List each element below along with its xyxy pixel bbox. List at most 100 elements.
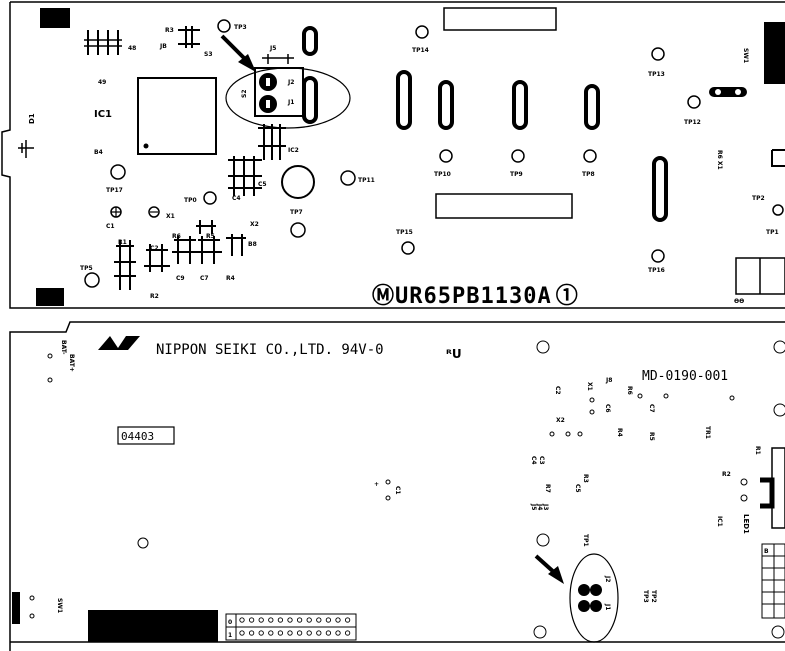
ns-logo <box>98 336 140 350</box>
label-x2: X2 <box>250 221 259 228</box>
pin-hole <box>258 617 264 623</box>
label-tp11: TP11 <box>358 177 375 184</box>
slot-pad <box>302 26 318 56</box>
label-s2: S2 <box>241 90 248 99</box>
label-r3: R3 <box>165 27 174 34</box>
label-c3-b: C3 <box>538 456 545 465</box>
pin-hole <box>335 630 341 636</box>
tp17-pad <box>110 164 126 180</box>
electrolytic-cap <box>281 165 315 199</box>
tp12-pad <box>687 95 701 109</box>
label-tp12: TP12 <box>684 119 701 126</box>
label-sw1-bottom: SW1 <box>56 598 63 613</box>
pointer-arrowhead-bottom <box>548 566 564 584</box>
pin-hole <box>277 617 284 623</box>
pin-hole <box>239 630 245 636</box>
ic2-symbol <box>258 124 286 160</box>
tp14-pad <box>415 25 429 39</box>
pin-row-0: 0 <box>228 619 232 626</box>
label-tp1: TP1 <box>766 229 779 236</box>
mounting-hole <box>536 533 550 547</box>
label-r6-right: R6 X1 <box>716 150 723 170</box>
tp8-pad <box>583 149 597 163</box>
label-d1: D1 <box>28 113 36 124</box>
pin-hole <box>335 617 341 623</box>
label-ic2: IC2 <box>288 147 299 154</box>
c1-pad-minus <box>148 206 160 218</box>
label-tp3: TP3 <box>234 24 247 31</box>
connector-mid <box>435 193 573 219</box>
label-tp14: TP14 <box>412 47 429 54</box>
label-tp16: TP16 <box>648 267 665 274</box>
cap-cluster <box>228 156 262 196</box>
tp9-pad <box>511 149 525 163</box>
label-tp15: TP15 <box>396 229 413 236</box>
pin-hole <box>296 630 303 636</box>
label-tp8: TP8 <box>582 171 595 178</box>
mounting-hole <box>536 340 550 354</box>
label-c6-b: C6 <box>604 404 611 413</box>
small-pads <box>549 393 748 502</box>
label-plus: + <box>374 481 379 488</box>
pin-hole <box>344 617 351 623</box>
label-c4-b: C4 <box>530 456 537 465</box>
label-tp2-b: TP2 <box>650 590 657 603</box>
tp7-pad <box>290 222 306 238</box>
pin-hole <box>316 630 322 636</box>
label-x1: X1 <box>166 213 175 220</box>
pin-row-1: 1 <box>228 632 232 639</box>
label-br-pads: ӨӨ <box>734 298 744 305</box>
ul-mark: ᴿU <box>446 347 462 361</box>
tp11-pad <box>340 170 356 186</box>
tp0-pad <box>203 191 217 205</box>
tp13-pad <box>651 47 665 61</box>
sw1-body <box>764 22 785 84</box>
bottom-board: NIPPON SEIKI CO.,LTD. 94V-0 ᴿU BAT- BAT+… <box>9 321 785 651</box>
label-r5-b: R5 <box>648 432 655 441</box>
pin-hole <box>277 630 284 636</box>
label-x1-b: X1 <box>586 382 593 391</box>
label-c5-b: C5 <box>574 484 581 493</box>
tp10-pad <box>439 149 453 163</box>
right-grid <box>761 543 785 619</box>
pin-hole <box>268 630 274 636</box>
label-j2-b: J2 <box>604 575 611 582</box>
label-r1-b: R1 <box>754 446 761 455</box>
label-c2: C2 <box>150 245 159 252</box>
mounting-hole <box>771 625 785 639</box>
pin-dots <box>239 617 351 636</box>
label-tp13: TP13 <box>648 71 665 78</box>
label-led1-b: LED1 <box>742 514 750 534</box>
label-c2-b: C2 <box>554 386 561 395</box>
right-box <box>771 447 785 529</box>
label-jb: JB <box>159 43 167 50</box>
mounting-hole <box>773 340 785 354</box>
label-r3-b: R3 <box>582 474 589 483</box>
label-r6: R6 <box>172 233 181 240</box>
label-tp9: TP9 <box>510 171 523 178</box>
mounting-hole <box>773 403 785 417</box>
label-c7-b: C7 <box>648 404 655 413</box>
label-bat-plus: BAT+ <box>68 354 75 372</box>
pin-hole <box>239 617 245 623</box>
label-49: 49 <box>98 79 106 86</box>
label-j5-b: J5 <box>530 503 537 510</box>
label-48: 48 <box>128 45 136 52</box>
label-j1-b: J1 <box>604 603 611 610</box>
lot-code-box <box>117 426 175 445</box>
edge-connector <box>88 610 218 642</box>
label-tp7: TP7 <box>290 209 303 216</box>
tp5-pad <box>84 272 100 288</box>
mounting-hole <box>137 537 149 549</box>
label-c1-bottom: C1 <box>394 486 401 495</box>
bottom-components: J8 C2 X1 R6 C6 C7 X2 R4 R5 TR1 R1 C3 C4 … <box>530 377 761 603</box>
label-r2: R2 <box>150 293 159 300</box>
connector-top <box>443 7 557 31</box>
label-r6-b: R6 <box>626 386 633 395</box>
highlight-ellipse-bottom <box>569 553 619 643</box>
label-tp3-b: TP3 <box>642 590 649 603</box>
label-r4-b: R4 <box>616 428 623 437</box>
label-r5: R5 <box>206 233 215 240</box>
